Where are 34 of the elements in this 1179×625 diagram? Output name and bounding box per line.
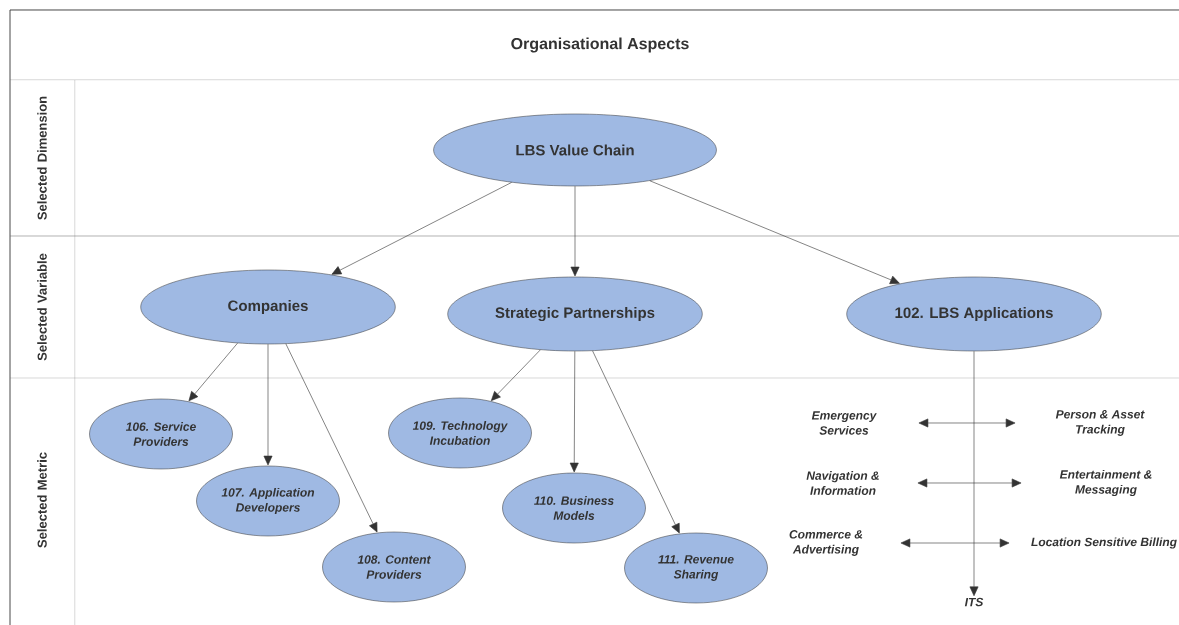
ellipse-node: 111. Revenue Sharing [624,532,768,604]
ellipse-node: Strategic Partnerships [447,276,703,352]
arrow [285,343,378,533]
row-label: Selected Metric [37,452,47,548]
application-label: Emergency Services [811,411,877,435]
application-label: Location Sensitive Billing [1031,537,1177,549]
arrow [900,538,1010,548]
ellipse-node: 106. Service Providers [89,398,233,470]
arrow [263,343,273,466]
arrow [592,350,680,534]
row-label: Selected Variable [37,253,47,361]
arrow [490,349,541,401]
title: Organisational Aspects [511,37,689,53]
arrow [917,478,1022,488]
ellipse-node: Companies [140,269,396,345]
row-label: Selected Dimension [37,96,47,220]
application-label: Commerce & Advertising [789,530,863,556]
ellipse-node: 109. Technology Incubation [388,397,532,469]
application-label: Navigation & Information [806,471,879,495]
arrow [649,180,900,285]
application-label: Person & Asset Tracking [1055,410,1145,436]
ellipse-node: 108. Content Providers [322,531,466,603]
application-label: Entertainment & Messaging [1059,469,1152,497]
arrow [331,182,512,275]
ellipse-node: 107. Application Developers [196,465,340,537]
arrow [569,350,579,473]
ellipse-node: 102. LBS Applications [846,276,1102,352]
arrow [969,350,979,597]
ellipse-node: LBS Value Chain [433,113,717,187]
arrow [188,342,238,402]
application-label: ITS [964,597,984,607]
arrow [918,418,1016,428]
arrow [570,185,580,277]
ellipse-node: 110. Business Models [502,472,646,544]
